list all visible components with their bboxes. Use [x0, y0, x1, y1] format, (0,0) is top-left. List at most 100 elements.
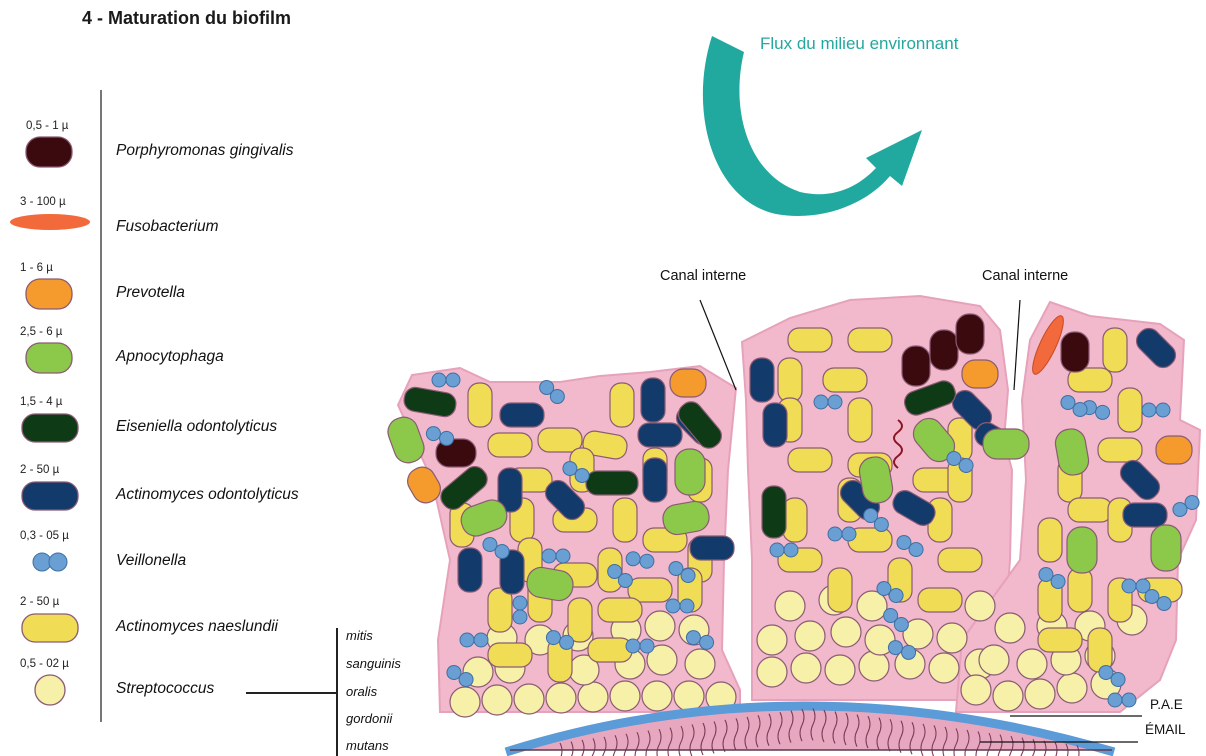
- actinomyces-naeslundii-cell: [938, 548, 982, 572]
- porphyromonas-cell: [956, 314, 984, 354]
- canal-label-right: Canal interne: [982, 268, 1068, 284]
- prevotella-cell: [1156, 436, 1192, 464]
- actinomyces-odontolyticus-symbol: [22, 482, 78, 510]
- prevotella-cell: [962, 360, 998, 388]
- streptococcus-cell: [1025, 679, 1055, 709]
- streptococcus-cell: [859, 651, 889, 681]
- streptococcus-cell: [1057, 673, 1087, 703]
- streptococcus-cell: [1017, 649, 1047, 679]
- streptococcus-bracket: [336, 628, 338, 756]
- flow-label: Flux du milieu environnant: [760, 34, 958, 54]
- actinomyces-naeslundii-cell: [1118, 388, 1142, 432]
- legend-symbols: [10, 137, 90, 705]
- prevotella-symbol: [26, 279, 72, 309]
- enamel-label: ÉMAIL: [1145, 722, 1186, 737]
- legend-size-prevotella: 1 - 6 µ: [20, 262, 53, 274]
- streptococcus-cell: [825, 655, 855, 685]
- streptococcus-cell: [937, 623, 967, 653]
- streptococcus-cell: [929, 653, 959, 683]
- streptococcus-cell: [642, 681, 672, 711]
- actinomyces-naeslundii-cell: [1038, 518, 1062, 562]
- apnocytophaga-cell: [1067, 527, 1097, 573]
- streptococcus-bracket-line: [246, 692, 336, 694]
- legend-name-porphyromonas-gingivalis: Porphyromonas gingivalis: [116, 142, 293, 160]
- streptococcus-cell: [795, 621, 825, 651]
- streptococcus-cell: [831, 617, 861, 647]
- actinomyces-naeslundii-cell: [823, 368, 867, 392]
- actinomyces-naeslundii-cell: [848, 328, 892, 352]
- eiseniella-cell: [762, 486, 786, 538]
- streptococcus-cell: [482, 685, 512, 715]
- prevotella-cell: [670, 369, 706, 397]
- actinomyces-naeslundii-cell: [598, 598, 642, 622]
- flow-arrow-icon: [703, 36, 922, 216]
- porphyromonas-gingivalis-symbol: [26, 137, 72, 167]
- actinomyces-naeslundii-cell: [1068, 498, 1112, 522]
- actinomyces-odontolyticus-cell: [638, 423, 682, 447]
- actinomyces-naeslundii-cell: [918, 588, 962, 612]
- canal-label-left: Canal interne: [660, 268, 746, 284]
- species-gordonii: gordonii: [346, 711, 392, 726]
- streptococcus-cell: [775, 591, 805, 621]
- actinomyces-odontolyticus-cell: [643, 458, 667, 502]
- actinomyces-naeslundii-symbol: [22, 614, 78, 642]
- actinomyces-naeslundii-cell: [788, 448, 832, 472]
- actinomyces-naeslundii-cell: [828, 568, 852, 612]
- streptococcus-cell: [791, 653, 821, 683]
- actinomyces-odontolyticus-cell: [641, 378, 665, 422]
- actinomyces-odontolyticus-cell: [763, 403, 787, 447]
- apnocytophaga-cell: [983, 429, 1029, 459]
- legend-name-veillonella: Veillonella: [116, 552, 186, 570]
- legend-name-fusobacterium: Fusobacterium: [116, 218, 219, 236]
- canal-right-pointer: [1014, 300, 1020, 390]
- streptococcus-cell: [610, 681, 640, 711]
- streptococcus-cell: [674, 681, 704, 711]
- legend-name-streptococcus: Streptococcus: [116, 680, 214, 698]
- streptococcus-cell: [979, 645, 1009, 675]
- streptococcus-cell: [450, 687, 480, 717]
- porphyromonas-cell: [902, 346, 930, 386]
- streptococcus-symbol: [35, 675, 65, 705]
- legend-size-apnocytophaga: 2,5 - 6 µ: [20, 326, 62, 338]
- apnocytophaga-symbol: [26, 343, 72, 373]
- actinomyces-odontolyticus-cell: [500, 403, 544, 427]
- legend-divider: [100, 90, 102, 722]
- actinomyces-naeslundii-cell: [613, 498, 637, 542]
- apnocytophaga-cell: [1151, 525, 1181, 571]
- streptococcus-cell: [546, 683, 576, 713]
- legend-name-apnocytophaga: Apnocytophaga: [116, 348, 224, 366]
- actinomyces-naeslundii-cell: [488, 588, 512, 632]
- streptococcus-cell: [961, 675, 991, 705]
- species-mutans: mutans: [346, 738, 389, 753]
- legend-name-actinomyces-odontolyticus: Actinomyces odontolyticus: [116, 486, 299, 504]
- actinomyces-naeslundii-cell: [1088, 628, 1112, 672]
- legend-size-actinomyces-odontolyticus: 2 - 50 µ: [20, 464, 59, 476]
- streptococcus-cell: [757, 657, 787, 687]
- actinomyces-naeslundii-cell: [610, 383, 634, 427]
- legend-name-actinomyces-naeslundii: Actinomyces naeslundii: [116, 618, 278, 636]
- legend-name-eiseniella-odontolyticus: Eiseniella odontolyticus: [116, 418, 277, 436]
- streptococcus-cell: [578, 682, 608, 712]
- veillonella-symbol: [33, 553, 67, 571]
- legend-size-streptococcus: 0,5 - 02 µ: [20, 658, 69, 670]
- streptococcus-cell: [645, 611, 675, 641]
- porphyromonas-cell: [1061, 332, 1089, 372]
- actinomyces-naeslundii-cell: [788, 328, 832, 352]
- actinomyces-odontolyticus-cell: [750, 358, 774, 402]
- actinomyces-odontolyticus-cell: [458, 548, 482, 592]
- eiseniella-cell: [586, 471, 638, 495]
- species-oralis: oralis: [346, 684, 377, 699]
- porphyromonas-cell: [930, 330, 958, 370]
- species-sanguinis: sanguinis: [346, 656, 401, 671]
- actinomyces-naeslundii-cell: [848, 398, 872, 442]
- streptococcus-cell: [514, 684, 544, 714]
- pae-label: P.A.E: [1150, 697, 1183, 712]
- legend-name-prevotella: Prevotella: [116, 284, 185, 302]
- actinomyces-naeslundii-cell: [588, 638, 632, 662]
- eiseniella-odontolyticus-symbol: [22, 414, 78, 442]
- actinomyces-naeslundii-cell: [538, 428, 582, 452]
- actinomyces-naeslundii-cell: [468, 383, 492, 427]
- streptococcus-cell: [685, 649, 715, 679]
- actinomyces-odontolyticus-cell: [690, 536, 734, 560]
